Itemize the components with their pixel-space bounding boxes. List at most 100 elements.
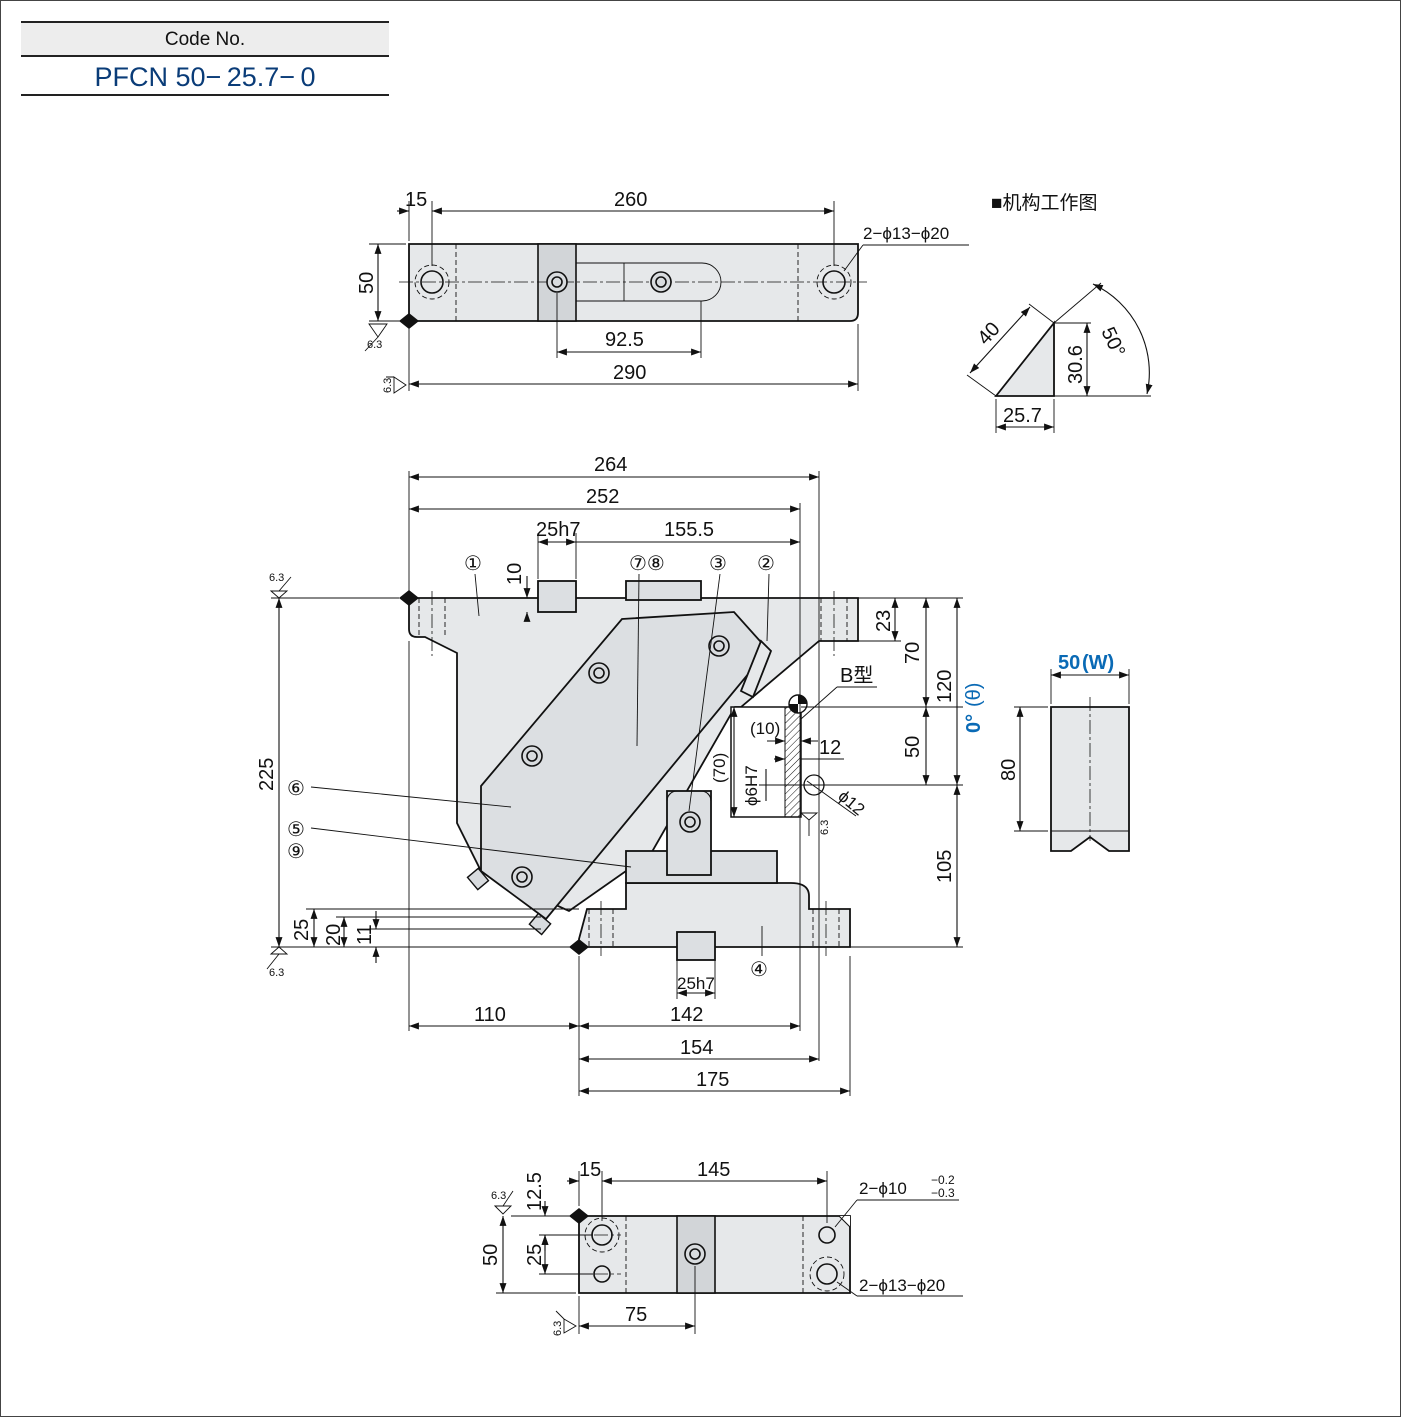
- svg-text:6.3: 6.3: [269, 967, 284, 979]
- side-view: 50 (W) 80: [998, 652, 1130, 852]
- dim-23-label: 23: [873, 610, 895, 632]
- dim-92-5-label: 92.5: [605, 329, 644, 351]
- balloon-1: ①: [464, 553, 482, 575]
- balloon-5: ⑤: [287, 819, 305, 841]
- code-label: Code No.: [21, 21, 389, 57]
- svg-text:6.3: 6.3: [491, 1190, 506, 1202]
- dim-15-bottom-label: 15: [579, 1159, 601, 1181]
- code-value: PFCN 50− 25.7− 0: [21, 59, 389, 96]
- slot: [576, 262, 722, 302]
- bolt-icon: [679, 811, 701, 833]
- dim-142-label: 142: [670, 1004, 703, 1026]
- dim-145-label: 145: [697, 1159, 730, 1181]
- roughness-icon: [493, 1190, 514, 1215]
- front-view: 264 252 25h7 155.5 10 ① ② ③ ④ ⑤ ⑥ ⑦: [256, 454, 985, 1096]
- roughness-icon: [386, 376, 407, 394]
- bolt-icon: [708, 635, 730, 657]
- dim-25-front-label: 25: [291, 919, 313, 941]
- dim-70-label: 70: [902, 642, 924, 664]
- dim-75-label: 75: [625, 1304, 647, 1326]
- roughness-icon: [555, 1310, 577, 1334]
- dim-50-label: 50: [356, 272, 378, 294]
- dim-10-paren-label: (10): [750, 719, 780, 738]
- width-symbol: (W): [1082, 652, 1114, 674]
- balloon-2: ②: [757, 553, 775, 575]
- tolerance-lower: −0.3: [931, 1186, 955, 1200]
- top-view: 15 260 50 92.5 290 2−ϕ13−ϕ20 6.3 6.3: [356, 189, 969, 394]
- balloon-9: ⑨: [287, 841, 305, 863]
- width-label: 50: [1058, 652, 1080, 674]
- dim-50-bottom-label: 50: [480, 1244, 502, 1266]
- dim-50-front-label: 50: [902, 736, 924, 758]
- dim-6h7-label: ϕ6H7: [742, 765, 761, 806]
- support-arm: [666, 790, 712, 876]
- hole-callout-bottom: 2−ϕ13−ϕ20: [859, 1276, 945, 1295]
- svg-text:6.3: 6.3: [552, 1321, 564, 1336]
- dim-25-bottom-label: 25: [524, 1244, 546, 1266]
- angle-zero-label: 0°: [963, 714, 985, 733]
- roughness-icon: [364, 323, 388, 352]
- mechanism-title: ■机构工作图: [991, 192, 1097, 214]
- svg-text:6.3: 6.3: [269, 572, 284, 584]
- dim-175-label: 175: [696, 1069, 729, 1091]
- dim-30-6-label: 30.6: [1065, 345, 1087, 384]
- bolt-icon: [684, 1243, 706, 1265]
- top-plate: [408, 243, 859, 322]
- dim-80-label: 80: [998, 759, 1020, 781]
- dim-70-paren-label: (70): [710, 753, 729, 783]
- hole-callout: 2−ϕ13−ϕ20: [863, 224, 949, 243]
- tolerance-upper: −0.2: [931, 1173, 955, 1187]
- dim-15-label: 15: [405, 189, 427, 211]
- angle-label: 50°: [1096, 324, 1129, 361]
- balloon-7-8: ⑦⑧: [629, 553, 665, 575]
- theta-label: (θ): [963, 683, 985, 707]
- mount-hole-icon: [809, 1256, 845, 1292]
- code-block: Code No. PFCN 50− 25.7− 0: [21, 21, 389, 96]
- tilt-stop: [739, 639, 773, 699]
- bolt-icon: [521, 745, 543, 767]
- roughness-icon: [269, 576, 292, 599]
- mechanism-diagram: ■机构工作图 50° 30.6 40 25.7: [966, 192, 1153, 433]
- dim-252-label: 252: [586, 486, 619, 508]
- svg-text:6.3: 6.3: [382, 378, 394, 393]
- mount-hole-icon: [420, 270, 444, 294]
- pin-hole-icon: [818, 1226, 836, 1244]
- svg-text:6.3: 6.3: [819, 820, 831, 835]
- dim-20-label: 20: [323, 924, 345, 946]
- top-key: [537, 580, 577, 613]
- dim-12-5-label: 12.5: [524, 1172, 546, 1211]
- dim-155-5-label: 155.5: [664, 519, 714, 541]
- pin-callout: 2−ϕ10: [859, 1179, 907, 1198]
- dim-25h7-bottom-label: 25h7: [677, 974, 715, 993]
- roughness-icon: [266, 946, 289, 970]
- bolt-icon: [650, 271, 672, 293]
- top-block: [625, 580, 702, 601]
- svg-text:6.3: 6.3: [367, 339, 382, 351]
- dim-105-label: 105: [934, 850, 956, 883]
- roughness-icon: [799, 812, 819, 836]
- dim-25-7-label: 25.7: [1003, 405, 1042, 427]
- dim-120-label: 120: [934, 670, 956, 703]
- bottom-key: [676, 931, 716, 961]
- dim-260-label: 260: [614, 189, 647, 211]
- bolt-icon: [588, 662, 610, 684]
- dim-154-label: 154: [680, 1037, 713, 1059]
- wedge-shape: [994, 320, 1055, 397]
- pin-hole-icon: [593, 1265, 611, 1283]
- dim-290-label: 290: [613, 362, 646, 384]
- dim-264-label: 264: [594, 454, 627, 476]
- dim-phi12-label: ϕ12: [834, 787, 868, 820]
- dim-40-label: 40: [973, 318, 1004, 349]
- mount-hole-icon: [822, 270, 846, 294]
- hatched-section: [784, 706, 802, 818]
- b-type-label: B型: [840, 664, 873, 687]
- balloon-3: ③: [709, 553, 727, 575]
- bolt-icon: [546, 271, 568, 293]
- balloon-6: ⑥: [287, 778, 305, 800]
- bottom-view: 15 145 12.5 25 50 6.3 75 6.3 2−ϕ10 −0.: [480, 1159, 963, 1336]
- dim-25h7-top-label: 25h7: [536, 519, 581, 541]
- dim-11-label: 11: [354, 924, 376, 945]
- dim-12-label: 12: [819, 737, 841, 759]
